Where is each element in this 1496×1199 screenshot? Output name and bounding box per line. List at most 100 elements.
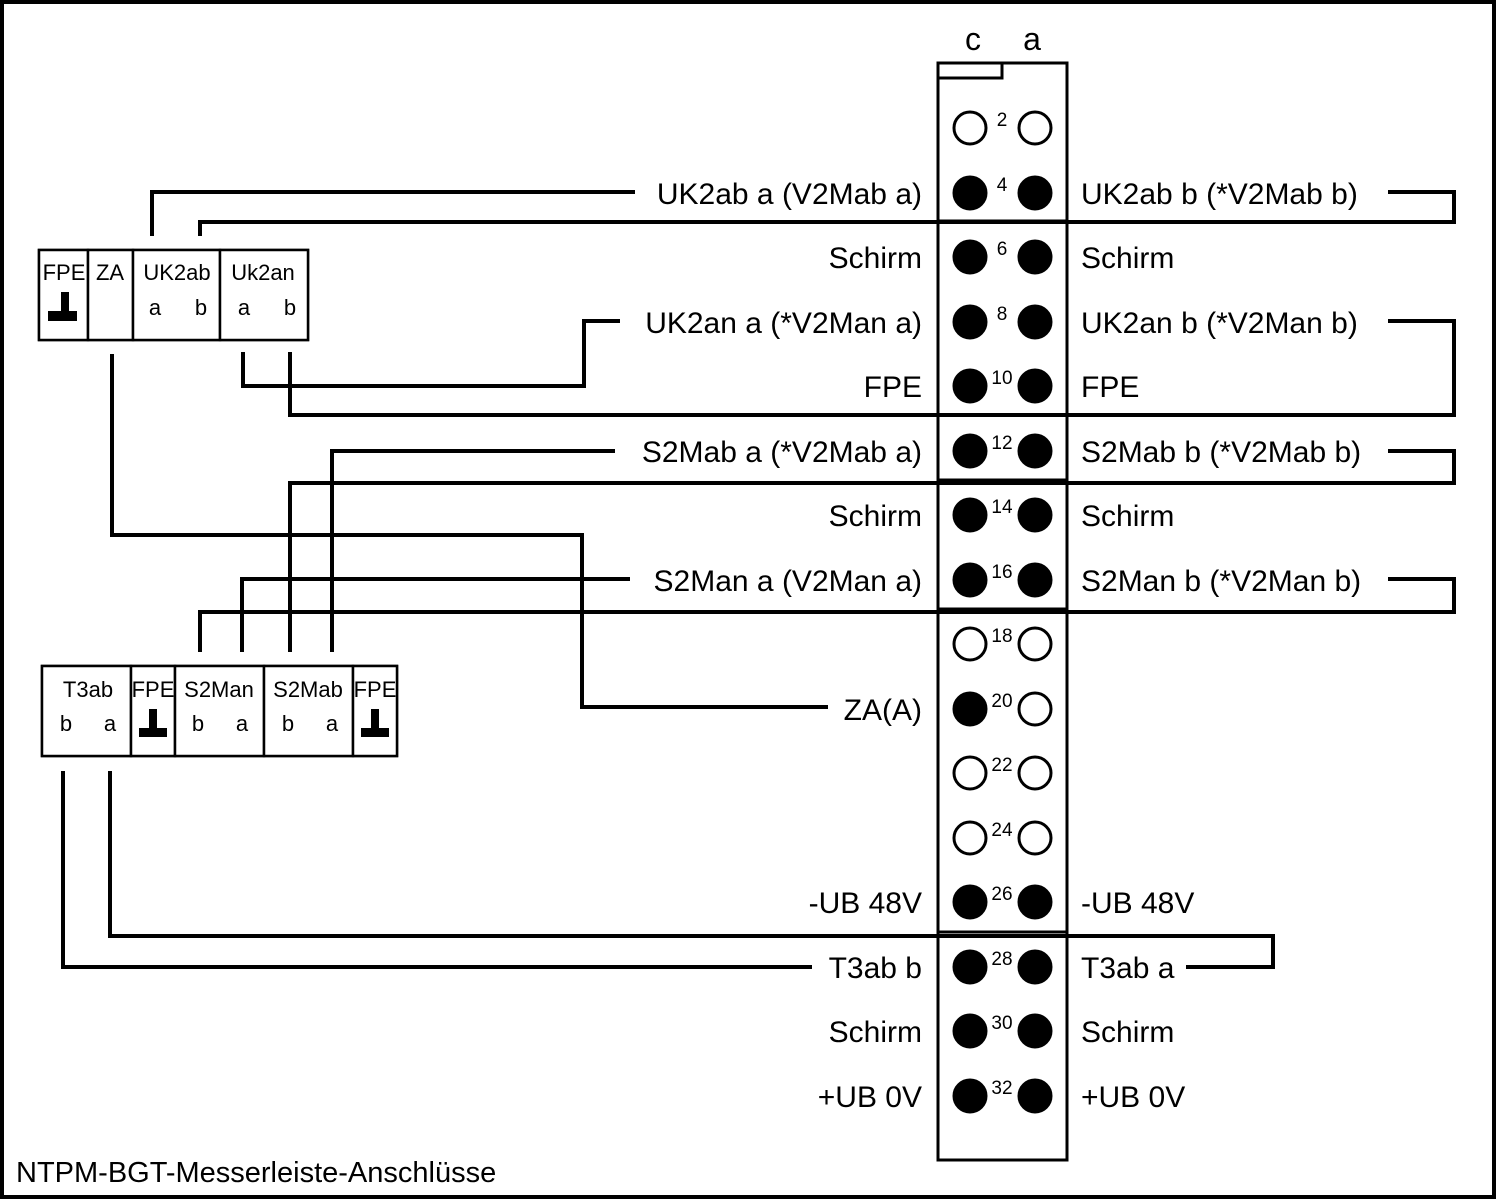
pin-contact-c — [952, 1078, 988, 1114]
pin-contact-c — [952, 949, 988, 985]
pin-contact-c — [952, 433, 988, 469]
pin-label-a: S2Mab b (*V2Mab b) — [1081, 436, 1361, 469]
ground-symbol-icon — [361, 709, 389, 737]
pin-number: 8 — [997, 304, 1008, 325]
terminal-block-top: FPE ZA UK2ab a b Uk2an a b — [37, 248, 310, 342]
pin-label-a: Schirm — [1081, 1016, 1174, 1049]
tb-bottom-title-t3ab: T3ab — [63, 677, 113, 702]
pin-number: 22 — [991, 755, 1012, 776]
pin-contact-c — [952, 239, 988, 275]
pin-number: 32 — [991, 1078, 1012, 1099]
pin-contact-c — [952, 820, 988, 856]
pin-contact-a — [1017, 368, 1053, 404]
pin-contact-a — [1017, 820, 1053, 856]
pin-contact-a — [1017, 949, 1053, 985]
pin-row: 12 S2Mab a (*V2Mab a) S2Mab b (*V2Mab b) — [642, 433, 1361, 469]
pin-number: 10 — [991, 368, 1012, 389]
pin-contact-c — [952, 691, 988, 727]
tb-top-sub-uk2an-b: b — [284, 295, 296, 320]
pin-label-a: FPE — [1081, 371, 1139, 404]
pin-label-c: S2Mab a (*V2Mab a) — [642, 436, 922, 469]
wire-s2man-b — [198, 577, 1456, 652]
pin-contact-c — [952, 755, 988, 791]
pin-label-c: Schirm — [829, 500, 922, 533]
pin-contact-a — [1017, 562, 1053, 598]
pin-row: 8 UK2an a (*V2Man a) UK2an b (*V2Man b) — [645, 304, 1358, 340]
pin-label-a: UK2an b (*V2Man b) — [1081, 307, 1358, 340]
tb-top-sub-uk2ab-b: b — [195, 295, 207, 320]
ground-symbol-icon — [48, 292, 77, 321]
pin-row: 22 — [952, 755, 1053, 791]
wire-s2man-a — [240, 577, 630, 652]
pin-label-a: +UB 0V — [1081, 1081, 1185, 1114]
tb-top-cell-za — [86, 248, 135, 342]
tb-bottom-title-s2mab: S2Mab — [273, 677, 343, 702]
pin-contact-a — [1017, 626, 1053, 662]
wire-uk2ab-a — [150, 190, 635, 236]
pin-number: 20 — [991, 691, 1012, 712]
pin-label-a: T3ab a — [1081, 952, 1175, 985]
tb-top-sub-uk2an-a: a — [238, 295, 251, 320]
tb-top-title-uk2ab: UK2ab — [143, 260, 210, 285]
pin-label-c: UK2an a (*V2Man a) — [645, 307, 922, 340]
pin-contact-c — [952, 368, 988, 404]
tb-top-cell-uk2an — [218, 248, 310, 342]
pin-label-c: S2Man a (V2Man a) — [654, 565, 922, 598]
pin-number: 12 — [991, 433, 1012, 454]
tb-bottom-sub-s2mab-a: a — [326, 711, 339, 736]
tb-bottom-sub-s2man-a: a — [236, 711, 249, 736]
wire-uk2an-b — [288, 319, 1456, 417]
pin-row: 14 Schirm Schirm — [829, 497, 1175, 533]
tb-bottom-title-fpe-1: FPE — [132, 677, 175, 702]
pin-contact-c — [952, 884, 988, 920]
tb-bottom-sub-t3ab-a: a — [104, 711, 117, 736]
tb-bottom-sub-t3ab-b: b — [60, 711, 72, 736]
column-label-a: a — [1023, 21, 1041, 57]
tb-bottom-cell-s2man — [173, 664, 266, 758]
pin-contact-a — [1017, 433, 1053, 469]
pin-number: 14 — [991, 497, 1013, 518]
pin-contact-a — [1017, 304, 1053, 340]
wire-s2mab-b — [288, 449, 1456, 652]
pin-label-c: +UB 0V — [818, 1081, 922, 1114]
pin-contact-a — [1017, 497, 1053, 533]
tb-bottom-sub-s2man-b: b — [192, 711, 204, 736]
pin-number: 18 — [991, 626, 1012, 647]
ground-symbol-icon — [139, 709, 167, 737]
pin-label-c: Schirm — [829, 242, 922, 275]
pin-row: 18 — [952, 626, 1053, 662]
wire-s2mab-a — [330, 449, 615, 652]
pin-row: 10 FPE FPE — [864, 368, 1140, 404]
column-label-c: c — [965, 21, 981, 57]
wires — [61, 190, 1456, 969]
wire-t3ab-a — [108, 771, 1275, 969]
pin-label-a: -UB 48V — [1081, 887, 1194, 920]
pin-contact-a — [1017, 110, 1053, 146]
pin-label-c: FPE — [864, 371, 922, 404]
pin-label-a: Schirm — [1081, 500, 1174, 533]
pin-number: 26 — [991, 884, 1012, 905]
tb-bottom-cell-fpe-2 — [351, 664, 399, 758]
tb-bottom-sub-s2mab-b: b — [282, 711, 294, 736]
tb-bottom-title-s2man: S2Man — [184, 677, 254, 702]
pin-contact-a — [1017, 1013, 1053, 1049]
pin-number: 6 — [997, 239, 1008, 260]
wire-uk2ab-b — [198, 190, 1456, 236]
pin-contact-c — [952, 562, 988, 598]
pin-contact-a — [1017, 1078, 1053, 1114]
pin-row: 6 Schirm Schirm — [829, 239, 1175, 275]
pin-contact-c — [952, 110, 988, 146]
pin-row: 32 +UB 0V +UB 0V — [818, 1078, 1185, 1114]
tb-top-sub-uk2ab-a: a — [149, 295, 162, 320]
pin-label-c: -UB 48V — [809, 887, 922, 920]
pin-contact-a — [1017, 239, 1053, 275]
pin-label-a: Schirm — [1081, 242, 1174, 275]
tb-top-title-za: ZA — [96, 260, 124, 285]
